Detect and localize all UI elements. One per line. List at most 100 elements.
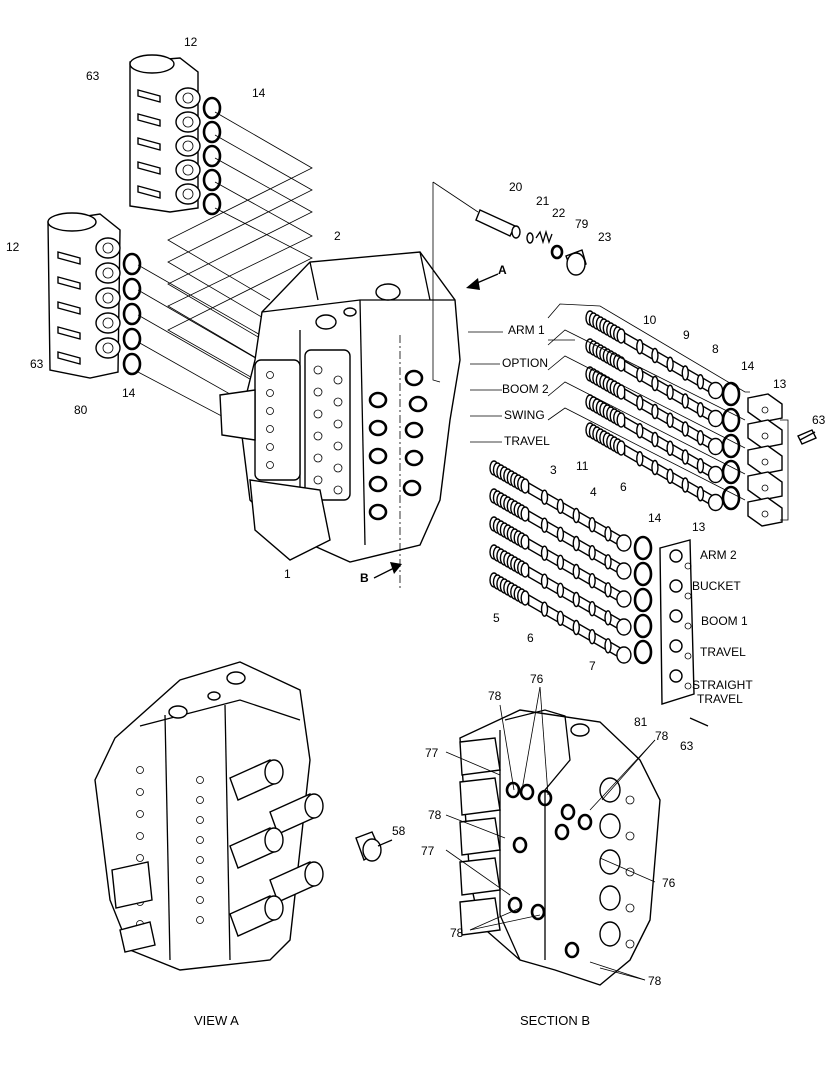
spool-end	[616, 646, 632, 664]
cylinder-end	[264, 827, 284, 853]
o-ring	[721, 485, 741, 511]
label-travel-lower: TRAVEL	[700, 645, 746, 659]
label-63: 63	[86, 69, 100, 83]
o-ring	[122, 302, 142, 326]
spool-land	[651, 403, 659, 420]
cover-hole	[761, 510, 769, 518]
label-6: 6	[527, 631, 534, 645]
end-cover	[747, 471, 783, 501]
label-21: 21	[536, 194, 550, 208]
cover-flange	[95, 287, 121, 309]
bolt-hole	[625, 903, 635, 913]
o-ring	[633, 561, 653, 587]
cover-port	[182, 92, 194, 104]
label-80: 80	[74, 403, 88, 417]
o-ring	[122, 277, 142, 301]
caption-section-b: SECTION B	[520, 1013, 590, 1028]
o-ring	[633, 613, 653, 639]
bolt-hole	[136, 810, 144, 818]
cylinder-end	[304, 793, 324, 819]
spool-land	[681, 421, 689, 437]
cover-flange	[95, 237, 121, 259]
label-22: 22	[552, 206, 566, 220]
spool-land	[651, 347, 659, 364]
bolt-hole	[196, 896, 204, 904]
view-a-drawing	[94, 661, 393, 971]
bolt-hole	[136, 788, 144, 796]
bolt-hole	[136, 854, 144, 862]
o-ring	[577, 813, 593, 831]
label-14: 14	[122, 386, 136, 400]
cover-boss	[669, 609, 683, 623]
bolt-hole	[625, 867, 635, 877]
port-ring	[368, 447, 388, 465]
bolt-hole	[266, 461, 274, 469]
cover-port	[102, 292, 114, 304]
cover-boss	[669, 639, 683, 653]
bolt	[137, 137, 161, 151]
label-boom-2: BOOM 2	[502, 382, 549, 396]
label-11: 11	[576, 459, 589, 473]
cover-port	[102, 342, 114, 354]
view-arrows	[373, 273, 499, 579]
o-ring	[721, 407, 741, 433]
spool-land	[540, 545, 549, 561]
port-ring	[404, 449, 424, 467]
o-ring	[633, 587, 653, 613]
label-12: 12	[184, 35, 198, 49]
bolt-hole	[625, 795, 635, 805]
bolt-hole	[196, 796, 204, 804]
spool-land	[636, 367, 644, 383]
end-cover	[747, 419, 783, 449]
spool-land	[604, 610, 612, 626]
label-travel-upper: TRAVEL	[504, 434, 550, 448]
label-14: 14	[741, 359, 755, 373]
o-ring	[554, 823, 570, 841]
o-ring	[512, 836, 528, 854]
end-cover	[747, 497, 783, 527]
port-ring	[404, 369, 424, 387]
spool-end	[707, 381, 724, 400]
o-ring	[633, 535, 653, 561]
label-12: 12	[6, 240, 20, 254]
bolt	[57, 301, 81, 315]
cylinder	[459, 817, 501, 856]
label-20: 20	[509, 180, 523, 194]
spool-end	[616, 618, 632, 636]
spool-land	[572, 563, 580, 580]
spool-land	[540, 573, 549, 589]
spool-end	[616, 534, 632, 552]
o-ring	[507, 896, 523, 914]
spool-end	[707, 409, 724, 428]
cover-port	[102, 267, 114, 279]
o-ring	[530, 903, 546, 921]
spool	[585, 310, 724, 400]
label-arm-1: ARM 1	[508, 323, 545, 337]
spool-land	[588, 544, 596, 561]
spool	[489, 488, 632, 580]
cover-flange	[175, 87, 201, 109]
cover-hole	[684, 622, 692, 630]
spool-land	[696, 374, 705, 390]
bolt-hole	[625, 939, 635, 949]
cover-hole	[684, 592, 692, 600]
bolt-hole	[313, 365, 323, 375]
spool-land	[696, 430, 705, 446]
bolt-hole	[333, 463, 343, 473]
label-1: 1	[284, 567, 291, 581]
spool-land	[572, 619, 580, 636]
bolt	[57, 326, 81, 340]
label-swing: SWING	[504, 408, 545, 422]
cover-port	[182, 164, 194, 176]
bolt-hole	[196, 816, 204, 824]
spool-land	[651, 375, 659, 392]
label-14: 14	[252, 86, 266, 100]
spool-land	[572, 535, 580, 552]
spool	[585, 394, 724, 484]
spool-land	[540, 601, 549, 617]
bolt	[137, 113, 161, 127]
view-marker-a: A	[498, 263, 507, 277]
spool	[489, 460, 632, 552]
lower-spool-group	[489, 460, 709, 727]
